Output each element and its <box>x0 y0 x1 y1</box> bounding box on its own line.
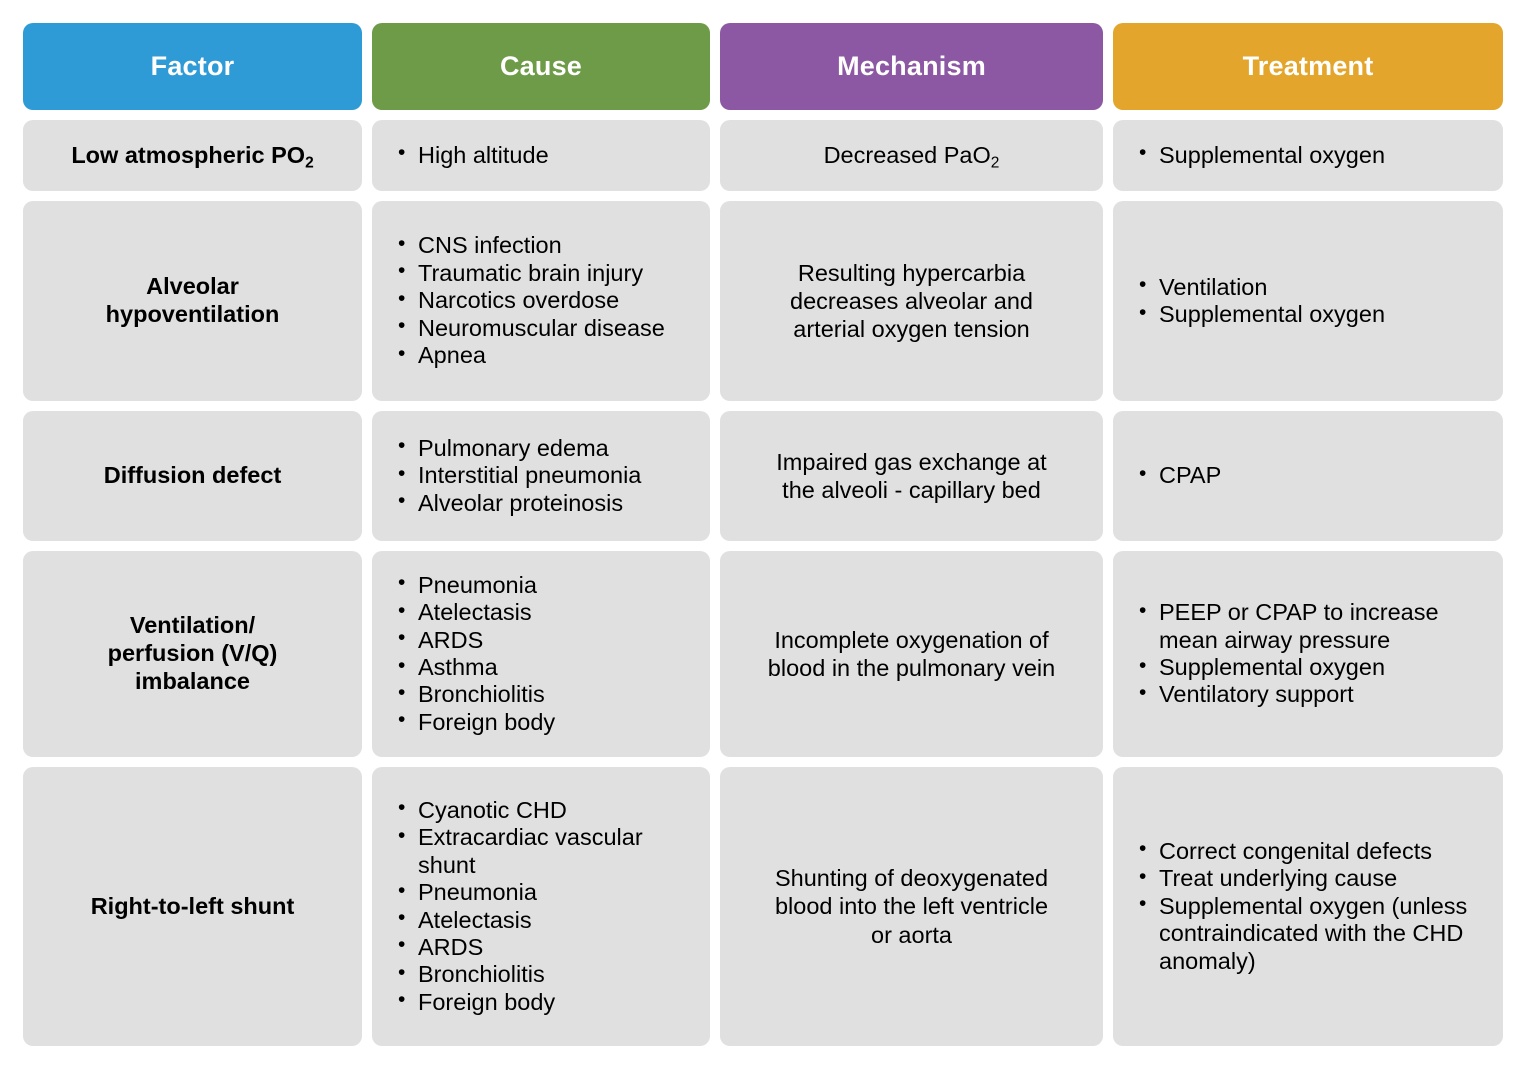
mechanism-label: Resulting hypercarbia decreases alveolar… <box>790 259 1033 343</box>
factor-cell: Diffusion defect <box>23 411 362 541</box>
table-row: Diffusion defect Pulmonary edemaIntersti… <box>23 411 1513 541</box>
list-item: Treat underlying cause <box>1137 865 1493 892</box>
list-item: Correct congenital defects <box>1137 837 1493 865</box>
list-item: Pulmonary edema <box>396 434 700 462</box>
list-item: PEEP or CPAP to increase mean airway pre… <box>1137 599 1493 654</box>
column-header-mechanism: Mechanism <box>720 23 1103 110</box>
cause-cell: Pulmonary edemaInterstitial pneumoniaAlv… <box>372 411 710 541</box>
list-item: Pneumonia <box>396 879 700 906</box>
mechanism-label: Incomplete oxygenation of blood in the p… <box>767 626 1056 681</box>
treatment-cell: Supplemental oxygen <box>1113 120 1503 191</box>
list-item: Traumatic brain injury <box>396 259 700 287</box>
factor-cell: Low atmospheric PO2 <box>23 120 362 191</box>
treatment-cell: CPAP <box>1113 411 1503 541</box>
treatment-list: CPAP <box>1137 462 1493 489</box>
list-item: Interstitial pneumonia <box>396 462 700 489</box>
subscript: 2 <box>305 153 314 171</box>
treatment-list: Supplemental oxygen <box>1137 141 1493 169</box>
list-item: Bronchiolitis <box>396 681 700 708</box>
list-item: Extracardiac vascular shunt <box>396 824 700 879</box>
list-item: Neuromuscular disease <box>396 314 700 342</box>
factor-cell: Right-to-left shunt <box>23 767 362 1046</box>
list-item: Apnea <box>396 342 700 369</box>
cause-list: PneumoniaAtelectasisARDSAsthmaBronchioli… <box>396 571 700 737</box>
treatment-list: VentilationSupplemental oxygen <box>1137 273 1493 329</box>
list-item: Supplemental oxygen (unless contraindica… <box>1137 892 1493 975</box>
list-item: Pneumonia <box>396 571 700 599</box>
list-item: Atelectasis <box>396 599 700 626</box>
treatment-cell: Correct congenital defectsTreat underlyi… <box>1113 767 1503 1046</box>
column-header-cause-label: Cause <box>499 51 583 81</box>
column-header-factor-label: Factor <box>150 51 235 81</box>
list-item: Supplemental oxygen <box>1137 300 1493 328</box>
list-item: Supplemental oxygen <box>1137 653 1493 681</box>
column-header-treatment-label: Treatment <box>1242 51 1374 81</box>
list-item: CNS infection <box>396 232 700 259</box>
subscript: 2 <box>990 154 1000 172</box>
factor-label: Diffusion defect <box>103 462 282 489</box>
list-item: Supplemental oxygen <box>1137 141 1493 169</box>
treatment-list: Correct congenital defectsTreat underlyi… <box>1137 837 1493 975</box>
cause-cell: PneumoniaAtelectasisARDSAsthmaBronchioli… <box>372 551 710 757</box>
list-item: Cyanotic CHD <box>396 796 700 824</box>
list-item: Bronchiolitis <box>396 961 700 988</box>
table-row: Low atmospheric PO2 High altitude Decrea… <box>23 120 1513 191</box>
column-header-factor: Factor <box>23 23 362 110</box>
table-header-row: Factor Cause Mechanism Treatment <box>23 23 1513 110</box>
table-row: Alveolar hypoventilation CNS infectionTr… <box>23 201 1513 401</box>
mechanism-label: Shunting of deoxygenated blood into the … <box>774 865 1049 948</box>
list-item: Foreign body <box>396 708 700 736</box>
treatment-cell: PEEP or CPAP to increase mean airway pre… <box>1113 551 1503 757</box>
mechanism-label: Decreased PaO2 <box>823 142 1000 172</box>
column-header-cause: Cause <box>372 23 710 110</box>
cause-list: Cyanotic CHDExtracardiac vascular shuntP… <box>396 796 700 1017</box>
table-row: Right-to-left shunt Cyanotic CHDExtracar… <box>23 767 1513 1046</box>
list-item: Ventilatory support <box>1137 681 1493 708</box>
factor-label: Ventilation/ perfusion (V/Q) imbalance <box>107 612 278 694</box>
factor-cell: Ventilation/ perfusion (V/Q) imbalance <box>23 551 362 757</box>
list-item: Alveolar proteinosis <box>396 489 700 517</box>
list-item: Narcotics overdose <box>396 287 700 314</box>
list-item: Atelectasis <box>396 906 700 934</box>
column-header-mechanism-label: Mechanism <box>837 51 986 81</box>
mechanism-cell: Decreased PaO2 <box>720 120 1103 191</box>
list-item: Ventilation <box>1137 273 1493 301</box>
list-item: CPAP <box>1137 462 1493 489</box>
factor-label: Right-to-left shunt <box>90 892 295 919</box>
table-row: Ventilation/ perfusion (V/Q) imbalance P… <box>23 551 1513 757</box>
factor-cell: Alveolar hypoventilation <box>23 201 362 401</box>
treatment-cell: VentilationSupplemental oxygen <box>1113 201 1503 401</box>
list-item: ARDS <box>396 933 700 961</box>
column-header-treatment: Treatment <box>1113 23 1503 110</box>
cause-list: CNS infectionTraumatic brain injuryNarco… <box>396 232 700 369</box>
cause-cell: Cyanotic CHDExtracardiac vascular shuntP… <box>372 767 710 1046</box>
mechanism-cell: Resulting hypercarbia decreases alveolar… <box>720 201 1103 401</box>
list-item: High altitude <box>396 141 700 169</box>
mechanism-cell: Shunting of deoxygenated blood into the … <box>720 767 1103 1046</box>
cause-cell: CNS infectionTraumatic brain injuryNarco… <box>372 201 710 401</box>
factor-label: Low atmospheric PO2 <box>71 141 314 171</box>
cause-list: Pulmonary edemaInterstitial pneumoniaAlv… <box>396 434 700 517</box>
list-item: ARDS <box>396 626 700 654</box>
mechanism-cell: Impaired gas exchange at the alveoli - c… <box>720 411 1103 541</box>
list-item: Asthma <box>396 653 700 681</box>
cause-list: High altitude <box>396 141 700 169</box>
factor-label: Alveolar hypoventilation <box>105 273 280 327</box>
mechanism-label: Impaired gas exchange at the alveoli - c… <box>776 448 1047 503</box>
mechanism-cell: Incomplete oxygenation of blood in the p… <box>720 551 1103 757</box>
treatment-list: PEEP or CPAP to increase mean airway pre… <box>1137 599 1493 709</box>
list-item: Foreign body <box>396 988 700 1016</box>
cause-cell: High altitude <box>372 120 710 191</box>
